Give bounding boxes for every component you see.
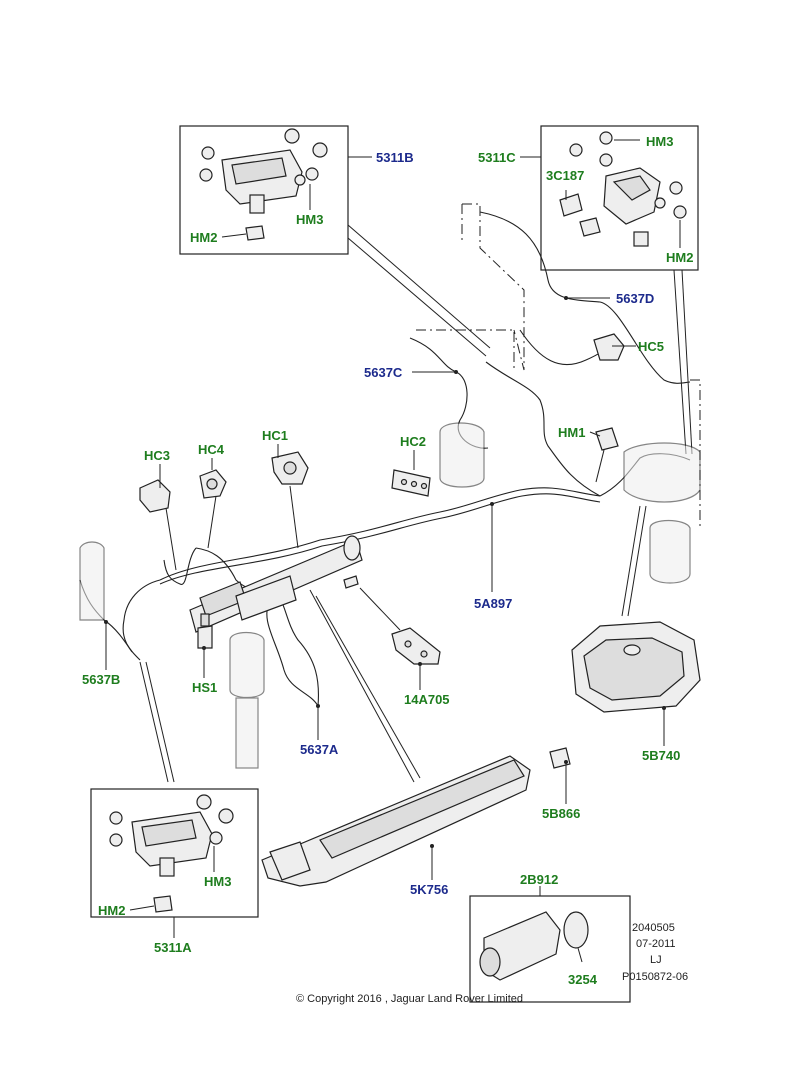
front-air-strut (79, 541, 265, 769)
callout-5b866: 5B866 (542, 806, 580, 821)
callout-hc3: HC3 (144, 448, 170, 463)
callout-hm2-a: HM2 (98, 903, 125, 918)
callout-5637c: 5637C (364, 365, 403, 380)
callout-hs1: HS1 (192, 680, 217, 695)
callout-3254: 3254 (568, 972, 598, 987)
label-leaders (105, 297, 665, 880)
valve-block-5311a (109, 794, 234, 913)
connector-hc1 (271, 451, 309, 485)
callout-hc4: HC4 (198, 442, 225, 457)
reference-code: LJ (650, 954, 662, 966)
callout-hm3-b: HM3 (296, 212, 323, 227)
callout-5311c: 5311C (478, 150, 516, 165)
callout-hm3-c: HM3 (646, 134, 673, 149)
callout-hc1: HC1 (262, 428, 288, 443)
callout-5637d: 5637D (616, 291, 654, 306)
reference-date: 07-2011 (636, 938, 676, 950)
callout-5311a: 5311A (154, 940, 192, 955)
connector-hc5 (593, 333, 625, 361)
connector-hc2 (391, 469, 431, 497)
callout-5637b: 5637B (82, 672, 120, 687)
callout-5b740: 5B740 (642, 748, 680, 763)
plug-5b866 (549, 747, 571, 769)
callout-hm3-a: HM3 (204, 874, 231, 889)
callout-hm1: HM1 (558, 425, 585, 440)
dryer-2b912 (479, 911, 589, 981)
air-tank-5k756 (261, 755, 531, 887)
sensor-hs1 (197, 613, 213, 649)
connector-hc3 (139, 479, 171, 513)
callout-5k756: 5K756 (410, 882, 448, 897)
bracket-14a705 (391, 627, 441, 665)
copyright-text: © Copyright 2016 , Jaguar Land Rover Lim… (296, 993, 523, 1005)
detail-box-5311a (90, 788, 259, 918)
callout-hc2: HC2 (400, 434, 426, 449)
reference-illustration-id: P0150872-06 (622, 971, 688, 983)
callout-hm2-c: HM2 (666, 250, 693, 265)
callout-5637a: 5637A (300, 742, 339, 757)
connector-hc4 (199, 469, 227, 499)
compressor-5b740 (571, 621, 701, 713)
rear-air-spring (439, 422, 701, 584)
clip-hm1 (595, 427, 619, 451)
reference-number: 2040505 (632, 922, 675, 934)
detail-box-5311b (179, 125, 349, 255)
callout-5311b: 5311B (376, 150, 414, 165)
callout-hc5: HC5 (638, 339, 664, 354)
callout-hm2-b: HM2 (190, 230, 217, 245)
callout-labels: 5311B HM3 HM2 5311C HM3 3C187 HM2 5637D … (82, 134, 693, 987)
detail-box-2b912 (469, 895, 631, 1003)
detail-box-5311c (540, 125, 699, 271)
callout-5a897: 5A897 (474, 596, 512, 611)
valve-rail (189, 535, 363, 633)
callout-2b912: 2B912 (520, 872, 558, 887)
callout-14a705: 14A705 (404, 692, 450, 707)
valve-block-5311b (199, 128, 328, 241)
reference-block: 2040505 07-2011 LJ P0150872-06 (622, 922, 688, 983)
callout-3c187: 3C187 (546, 168, 584, 183)
